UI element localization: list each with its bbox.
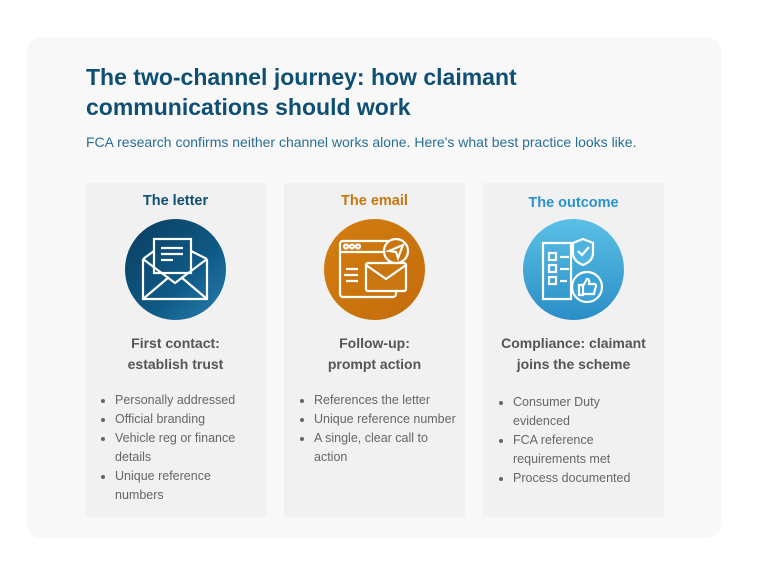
bullet-list: Consumer Duty evidenced FCA reference re… — [497, 393, 656, 488]
email-send-icon — [324, 219, 425, 320]
list-item: Process documented — [513, 469, 656, 488]
column-heading: First contact:establish trust — [127, 335, 224, 372]
list-item: Unique reference number — [314, 410, 457, 429]
bullet-list: References the letter Unique reference n… — [298, 391, 457, 467]
subtitle: FCA research confirms neither channel wo… — [86, 134, 637, 150]
checklist-approved-icon — [523, 219, 624, 320]
list-item: Official branding — [115, 410, 258, 429]
envelope-icon — [125, 219, 226, 320]
list-item: Unique reference numbers — [115, 467, 258, 505]
list-item: References the letter — [314, 391, 457, 410]
column-letter: The letter First contact:establish trust… — [85, 183, 266, 517]
list-item: Vehicle reg or finance details — [115, 429, 258, 467]
column-title: The email — [341, 193, 408, 209]
column-title: The letter — [142, 193, 209, 209]
list-item: Consumer Duty evidenced — [513, 393, 656, 431]
list-item: FCA reference requirements met — [513, 431, 656, 469]
bullet-list: Personally addressed Official branding V… — [99, 391, 258, 505]
list-item: Personally addressed — [115, 391, 258, 410]
column-heading: Follow-up:prompt action — [327, 335, 422, 372]
column-title: The outcome — [528, 195, 619, 211]
column-email: The email Follow-up:prompt action Refere… — [284, 183, 465, 517]
page-title: The two-channel journey: how claimant co… — [86, 64, 517, 120]
list-item: A single, clear call to action — [314, 429, 457, 467]
